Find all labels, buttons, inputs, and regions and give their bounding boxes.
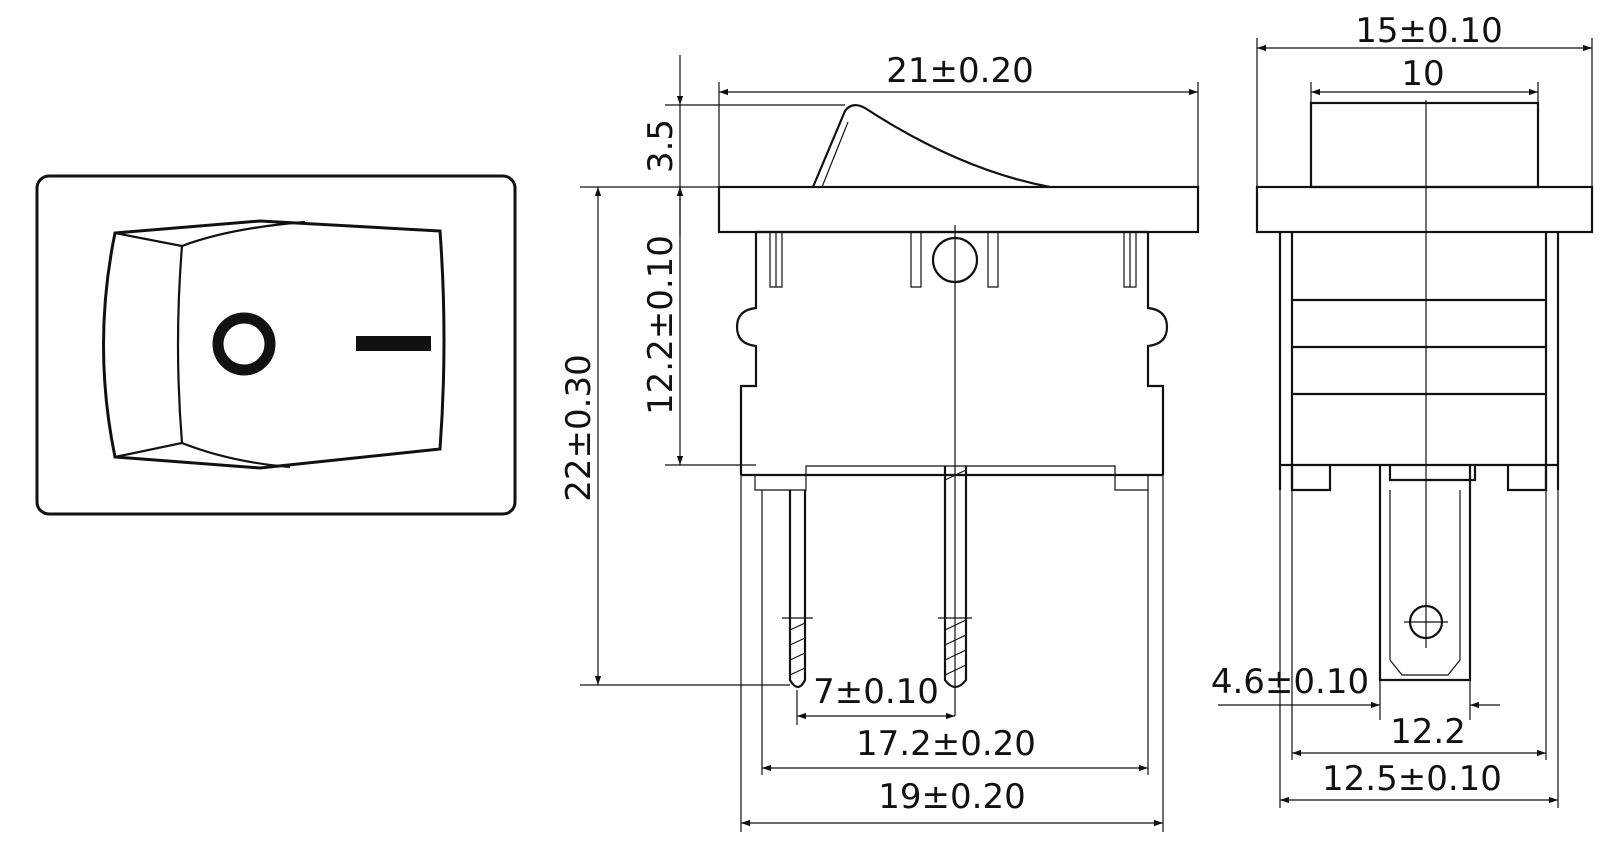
- rocker-profile: [811, 104, 1051, 189]
- side-body: [735, 232, 1169, 475]
- off-symbol-icon: O: [212, 312, 276, 376]
- dim-body-width: 19±0.20: [878, 777, 1025, 817]
- end-tab: [1378, 465, 1472, 682]
- on-symbol-icon: I: [356, 336, 431, 351]
- left-pin: [782, 490, 813, 689]
- dim-width-top: 21±0.20: [886, 51, 1033, 91]
- rocker-crease: [181, 220, 306, 248]
- dim-flange-width: 15±0.10: [1355, 11, 1502, 51]
- dim-inner-width: 12.2: [1390, 712, 1466, 752]
- front-view: O I: [35, 174, 517, 516]
- rocker-crease-lower: [181, 441, 291, 469]
- end-view: 15±0.10 10 4.6±0.10 12.2 12.5±0.10: [1211, 11, 1594, 808]
- dim-body-height: 12.2±0.10: [641, 235, 681, 415]
- rocker-profile-inner: [821, 121, 849, 188]
- front-panel-outline: [35, 174, 517, 516]
- rocker-outline: [102, 219, 446, 470]
- dim-pin-span: 17.2±0.20: [856, 724, 1036, 764]
- dim-pin-pitch: 7±0.10: [813, 672, 939, 712]
- end-rocker: [1309, 101, 1540, 189]
- side-view: 21±0.20 3.5 12.2±0.10 22±0.30 7±0.10 17.…: [559, 51, 1200, 832]
- dim-end-body-width: 12.5±0.10: [1322, 759, 1502, 799]
- rocker-facet: [114, 231, 184, 459]
- side-flange: [717, 185, 1200, 234]
- end-body: [1278, 232, 1560, 490]
- dim-total-height: 22±0.30: [559, 354, 599, 501]
- dim-tab-width: 4.6±0.10: [1211, 662, 1369, 702]
- end-flange: [1255, 185, 1594, 234]
- dim-rocker-width: 10: [1401, 54, 1444, 94]
- dim-rocker-height: 3.5: [641, 119, 681, 173]
- center-pin: [938, 466, 972, 689]
